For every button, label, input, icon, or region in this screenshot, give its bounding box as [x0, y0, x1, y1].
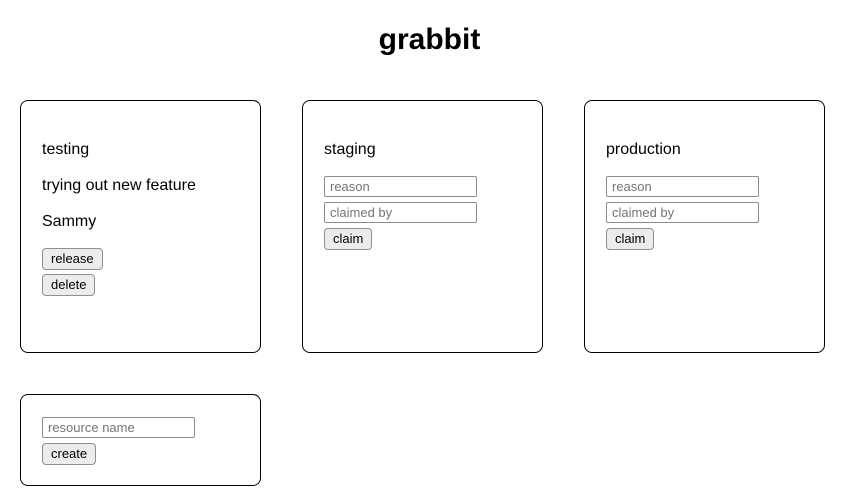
create-row: create	[0, 394, 859, 486]
app-title: grabbit	[378, 23, 481, 56]
resource-name: staging	[324, 141, 376, 158]
release-button[interactable]: release	[42, 248, 103, 270]
resource-cards-row: testing trying out new feature Sammy rel…	[0, 100, 859, 353]
claim-reason-text: trying out new feature	[42, 177, 196, 194]
claimed-by-input[interactable]	[606, 202, 759, 223]
resource-card-testing: testing trying out new feature Sammy rel…	[20, 100, 261, 353]
claim-button[interactable]: claim	[324, 228, 373, 250]
resource-card-staging: staging claim	[302, 100, 543, 353]
create-resource-card: create	[20, 394, 261, 486]
resource-name: testing	[42, 141, 90, 158]
claim-button[interactable]: claim	[606, 228, 655, 250]
resource-card-production: production claim	[584, 100, 825, 353]
resource-actions: release delete	[42, 248, 239, 296]
claimed-by-text: Sammy	[42, 213, 97, 230]
reason-input[interactable]	[324, 176, 477, 197]
delete-button[interactable]: delete	[42, 274, 96, 296]
claimed-by-input[interactable]	[324, 202, 477, 223]
create-button[interactable]: create	[42, 443, 97, 465]
resource-name: production	[606, 141, 681, 158]
reason-input[interactable]	[606, 176, 759, 197]
resource-name-input[interactable]	[42, 417, 195, 438]
